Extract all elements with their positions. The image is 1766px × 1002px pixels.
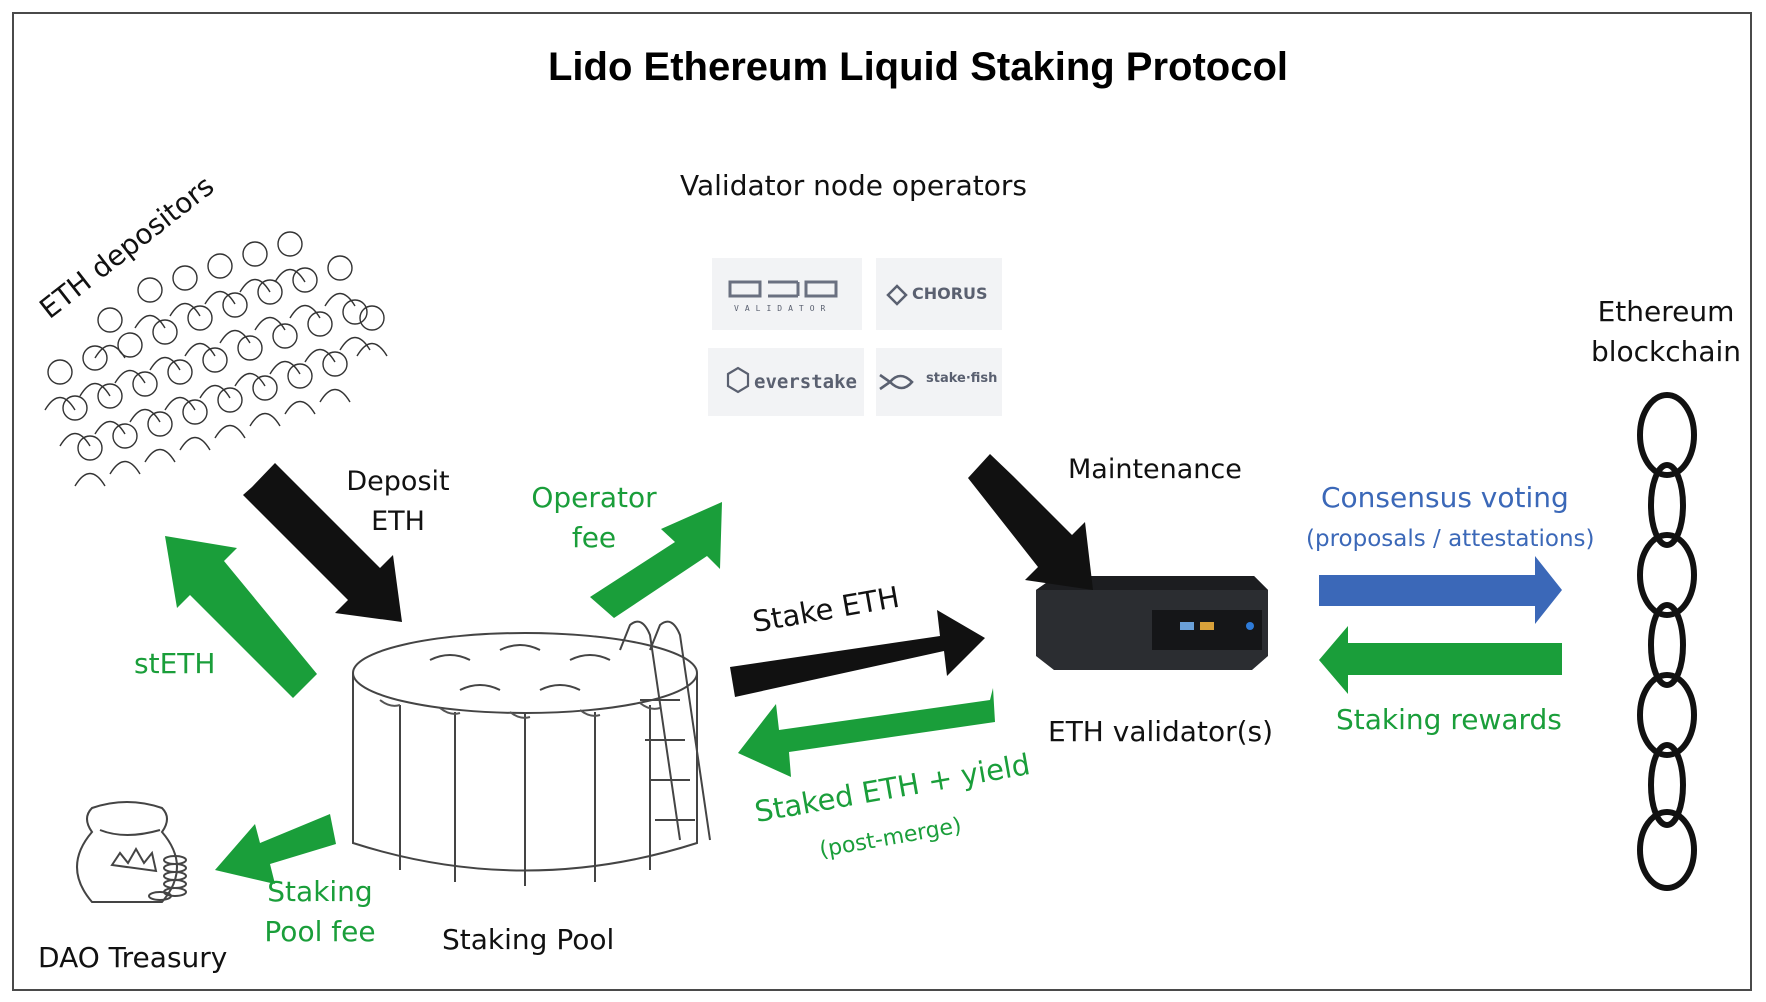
stakefish-logo-text: stake·fish [926,371,998,386]
staking-rewards-label: Staking rewards [1336,703,1562,736]
blockchain-label-line2: blockchain [1590,335,1742,368]
pool-fee-label-line1: Staking [267,875,373,908]
consensus-arrow [1319,556,1562,624]
operator-fee-label-line2: fee [571,521,617,554]
staking-pool-icon [352,620,711,886]
dao-treasury-label: DAO Treasury [38,941,228,974]
deposit-label-line1: Deposit [346,466,450,497]
maintenance-arrow [968,454,1093,590]
deposit-arrow [243,463,402,622]
deposit-label-line2: ETH [371,506,425,537]
everstake-logo-text: everstake [754,371,857,393]
consensus-detail-label: (proposals / attestations) [1306,526,1595,552]
operator-card-stakefish [876,348,1002,416]
blockchain-label-line1: Ethereum [1597,295,1735,328]
validators-label: ETH validator(s) [1048,715,1274,748]
p2p-caption: VALIDATOR [734,304,832,313]
rewards-arrow [1319,626,1562,694]
stakefish-logo-icon [879,373,914,391]
operator-card-chorus [876,258,1002,330]
consensus-label: Consensus voting [1321,481,1569,514]
operator-logos [708,258,1002,416]
operator-card-p2p [712,258,862,330]
stake-eth-arrow [730,610,985,697]
everstake-logo-icon [726,366,750,394]
crowd-icon [44,231,388,487]
operator-card-everstake [708,348,864,416]
staked-yield-arrow [738,688,995,777]
chorus-logo-icon [886,284,908,306]
pool-fee-label-line2: Pool fee [264,915,376,948]
validator-device-icon [1036,576,1268,670]
chorus-logo-text: CHORUS [912,284,988,303]
chain-icon [1637,392,1697,891]
steth-arrow [165,536,317,698]
maintenance-label: Maintenance [1068,454,1242,485]
diagram-title: Lido Ethereum Liquid Staking Protocol [548,45,1289,89]
money-bag-icon [76,801,187,903]
operators-heading: Validator node operators [680,169,1027,202]
pool-fee-arrow [215,814,336,884]
operator-fee-arrow [590,502,722,618]
diagram-frame [12,12,1752,991]
p2p-logo-icon [728,280,838,298]
operator-fee-label-line1: Operator [531,481,657,514]
staking-pool-label: Staking Pool [442,923,615,956]
steth-label: stETH [134,647,216,680]
